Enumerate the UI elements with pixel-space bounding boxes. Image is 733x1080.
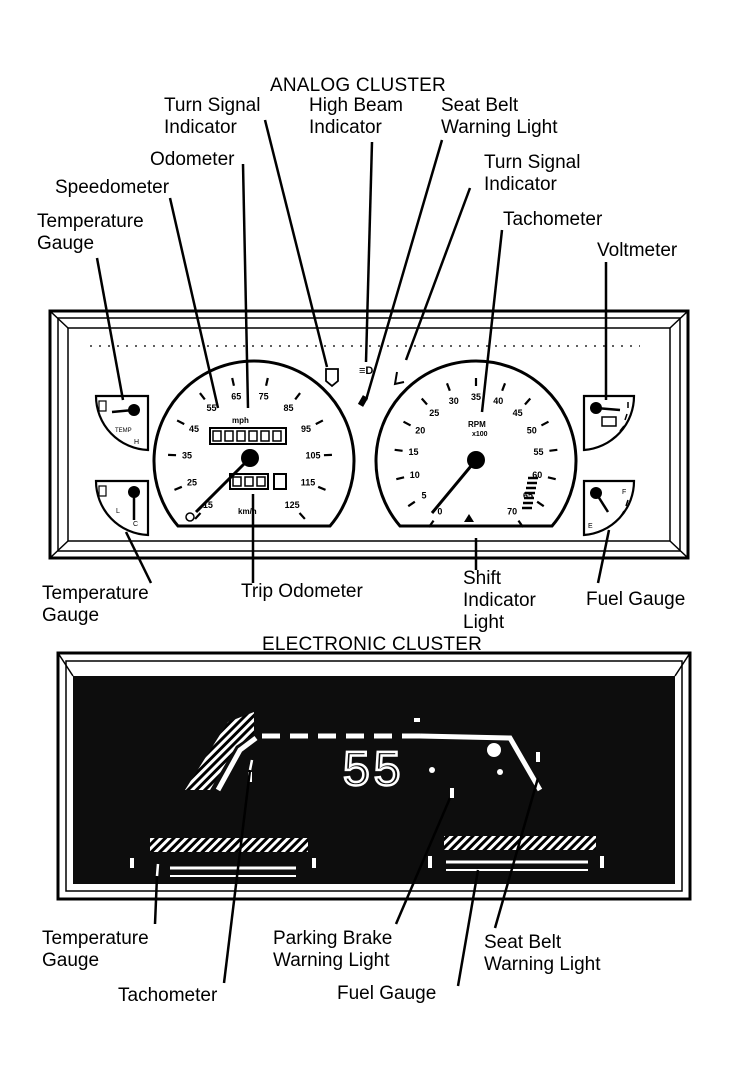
- tachometer-tick-label: 10: [410, 470, 420, 480]
- speedometer-tick-label: 65: [231, 392, 241, 402]
- label-speedometer: Speedometer: [55, 177, 170, 198]
- label-fuel-gauge-analog: Fuel Gauge: [586, 589, 686, 610]
- speedometer-tick-label: 75: [259, 392, 269, 402]
- tachometer-tick: [394, 448, 403, 452]
- tachometer-tick-label: 50: [527, 426, 537, 436]
- tachometer-tick: [428, 519, 435, 528]
- tachometer-tick: [396, 476, 405, 481]
- label-odometer: Odometer: [150, 149, 235, 170]
- tachometer-tick: [420, 397, 428, 406]
- svg-text:TEMP: TEMP: [115, 428, 132, 434]
- tachometer-tick-label: 40: [493, 396, 503, 406]
- svg-text:x100: x100: [472, 431, 488, 438]
- speedometer-tick-label: 25: [187, 478, 197, 488]
- speedometer-tick: [174, 485, 183, 491]
- tachometer-tick-label: 30: [449, 396, 459, 406]
- temperature-gauge-bottom-face: L C: [94, 479, 150, 537]
- speedometer-tick-label: 15: [203, 500, 213, 510]
- tachometer-tick: [517, 519, 524, 528]
- svg-text:55: 55: [343, 743, 404, 796]
- speedometer-tick-label: 45: [189, 424, 199, 434]
- svg-text:E: E: [588, 523, 593, 530]
- speedometer-tick-label: 85: [283, 403, 293, 413]
- temperature-gauge-top-face: TEMP H: [94, 394, 150, 452]
- svg-text:F: F: [622, 489, 626, 496]
- tachometer-tick: [536, 500, 545, 508]
- tachometer-tick-label: 0: [437, 507, 442, 517]
- speedometer-tick: [199, 392, 206, 401]
- speedometer-tick: [231, 377, 235, 387]
- svg-text:C: C: [133, 521, 138, 528]
- tachometer-tick-label: 65: [523, 490, 533, 500]
- svg-text:RPM: RPM: [468, 420, 486, 429]
- tachometer-tick-label: 55: [534, 447, 544, 457]
- svg-text:H: H: [134, 439, 139, 446]
- svg-text:≡D: ≡D: [359, 365, 373, 377]
- tachometer-tick: [501, 382, 507, 392]
- label-fuel-gauge-electronic: Fuel Gauge: [337, 983, 437, 1004]
- tachometer-tick: [445, 382, 451, 392]
- speedometer-tick: [194, 512, 202, 520]
- svg-text:km/h: km/h: [238, 507, 257, 516]
- speedometer-tick: [315, 419, 324, 426]
- voltmeter-face: [582, 394, 636, 452]
- speedometer-tick: [298, 512, 306, 520]
- tachometer-tick-label: 20: [415, 426, 425, 436]
- electronic-leader-lines-on-screen: [155, 759, 254, 877]
- speedometer-tick-label: 125: [285, 500, 300, 510]
- label-tachometer-analog: Tachometer: [503, 209, 603, 230]
- analog-cluster-title: ANALOG CLUSTER: [270, 75, 446, 96]
- electronic-cluster-title: ELECTRONIC CLUSTER: [262, 634, 483, 655]
- label-tachometer-electronic: Tachometer: [118, 985, 218, 1006]
- tachometer-dial: 0 510 15 20 25 30 35 40 45 50 55 60 65 70 RPM x100: [374, 359, 578, 528]
- tachometer-tick: [549, 448, 558, 452]
- electronic-leader-lines: [153, 769, 540, 987]
- speedometer-tick-label: 35: [182, 451, 192, 461]
- speedometer-tick-label: 55: [207, 403, 217, 413]
- tachometer-tick-label: 5: [421, 490, 426, 500]
- speedometer-tick-label: 95: [301, 424, 311, 434]
- tachometer-tick-label: 35: [471, 392, 481, 402]
- speedometer-tick: [317, 485, 326, 491]
- tachometer-tick-label: 25: [429, 408, 439, 418]
- tachometer-tick: [540, 420, 550, 427]
- tachometer-tick: [407, 500, 416, 508]
- svg-text:L: L: [116, 508, 120, 515]
- label-voltmeter: Voltmeter: [597, 240, 678, 261]
- tachometer-tick-label: 45: [513, 408, 523, 418]
- tachometer-tick: [402, 420, 412, 427]
- tachometer-tick-label: 70: [507, 507, 517, 517]
- analog-leader-lines: [95, 119, 611, 584]
- speedometer-dial: 15 25 35 45 55 65 75 85 95 105 115 125 mph km/h: [152, 359, 356, 528]
- speedometer-tick: [265, 377, 269, 387]
- tachometer-tick-label: 60: [532, 470, 542, 480]
- tachometer-tick-label: 15: [408, 447, 418, 457]
- tachometer-tick: [547, 476, 556, 481]
- speedometer-tick-label: 105: [305, 451, 320, 461]
- svg-text:mph: mph: [232, 416, 249, 425]
- electronic-cluster-bezel: [56, 651, 692, 901]
- speedometer-tick: [176, 419, 185, 426]
- speedometer-tick-label: 115: [301, 478, 316, 488]
- label-trip-odometer: Trip Odometer: [241, 581, 363, 602]
- fuel-gauge-face: F E: [582, 479, 636, 537]
- speedometer-tick: [294, 392, 301, 401]
- tachometer-tick: [524, 397, 532, 406]
